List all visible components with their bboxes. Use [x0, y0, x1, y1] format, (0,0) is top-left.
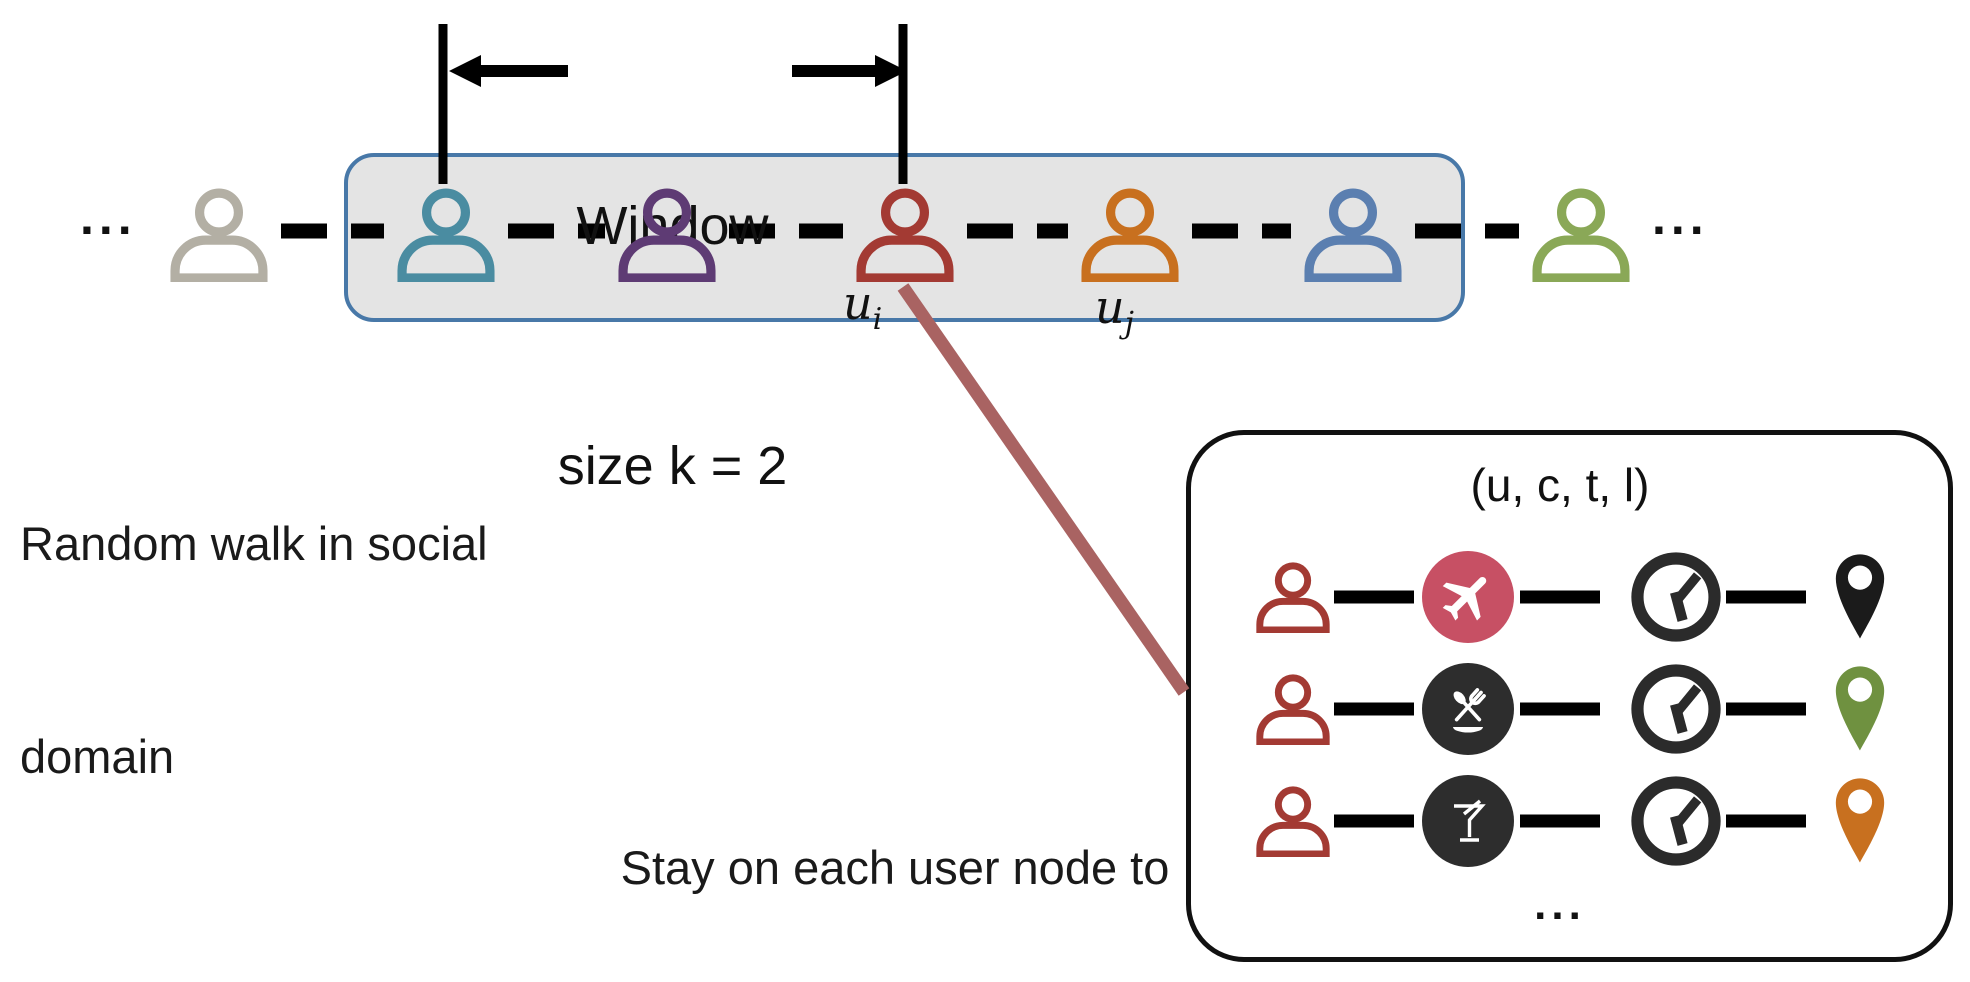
label-ui: ui — [843, 276, 883, 338]
measurement-arrow-right — [792, 55, 907, 87]
location-pin-icon — [1831, 774, 1889, 866]
cocktail-icon — [1422, 775, 1514, 867]
location-pin-icon — [1831, 662, 1889, 754]
hyperedge-connectors — [1334, 590, 1806, 828]
panel-ellipsis: ... — [1534, 880, 1586, 929]
user-icon — [1528, 188, 1634, 282]
user-icon — [614, 188, 720, 282]
caption-random-walk: Random walk in social domain — [20, 517, 488, 783]
user-icon-ui — [852, 188, 958, 282]
location-pin-icon — [1831, 550, 1889, 642]
user-icon — [166, 188, 272, 282]
user-icon — [1253, 674, 1333, 745]
time-icon — [1629, 662, 1723, 756]
caption-stay: Stay on each user node to sample check-i… — [620, 841, 1170, 894]
user-icon-uj — [1077, 188, 1183, 282]
window-size-annotation: Window size k = 2 — [500, 26, 845, 666]
walk-ellipsis-left: ... — [80, 189, 137, 245]
sample-link-line — [897, 283, 1190, 696]
time-icon — [1629, 774, 1723, 868]
walk-ellipsis-right: ... — [1652, 189, 1709, 245]
flight-icon — [1422, 551, 1514, 643]
restaurant-icon — [1422, 663, 1514, 755]
window-size-line2: size k = 2 — [557, 436, 788, 496]
user-icon — [1300, 188, 1406, 282]
checkin-hyperedge-panel — [1186, 430, 1953, 962]
user-icon — [1253, 562, 1333, 633]
user-icon — [393, 188, 499, 282]
time-icon — [1629, 550, 1723, 644]
hyperedge-tuple-label: (u, c, t, l) — [1470, 459, 1650, 511]
user-icon — [1253, 786, 1333, 857]
window-size-line1: Window — [576, 196, 769, 256]
label-uj: uj — [1095, 280, 1134, 342]
measurement-arrow-left — [449, 55, 568, 87]
